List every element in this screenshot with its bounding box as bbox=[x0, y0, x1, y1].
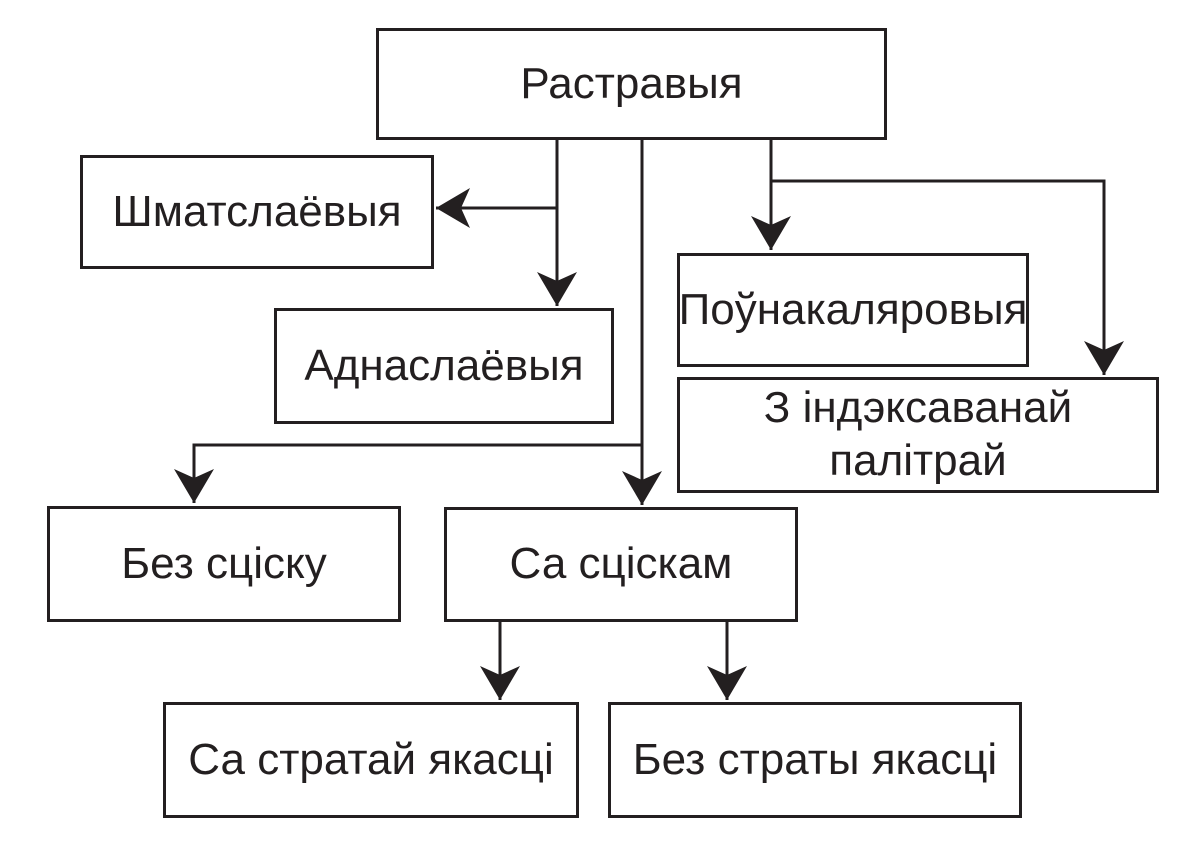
node-indexed-palette-label: З індэксаванай палітрай bbox=[763, 383, 1073, 485]
node-with-compression: Са сціскам bbox=[444, 507, 798, 622]
connector-root-to-multilayer bbox=[436, 140, 559, 228]
node-lossless: Без страты якасці bbox=[608, 702, 1022, 818]
node-no-compression: Без сціску bbox=[47, 506, 401, 622]
node-singlelayer: Аднаслаёвыя bbox=[274, 308, 614, 424]
node-with-compression-label: Са сціскам bbox=[509, 539, 733, 589]
node-lossless-label: Без страты якасці bbox=[632, 734, 998, 784]
node-multilayer: Шматслаёвыя bbox=[80, 155, 434, 269]
node-lossy-label: Са стратай якасці bbox=[188, 734, 554, 784]
node-multilayer-label: Шматслаёвыя bbox=[112, 186, 402, 236]
node-indexed-palette: З індэксаванай палітрай bbox=[677, 377, 1159, 493]
connector-root-to-indexed bbox=[771, 179, 1124, 375]
connector-root-to-no-compression bbox=[174, 140, 644, 503]
node-fullcolor-label: Поўнакаляровыя bbox=[678, 284, 1028, 334]
node-raster: Растравыя bbox=[376, 28, 887, 140]
node-lossy: Са стратай якасці bbox=[163, 702, 579, 818]
node-raster-label: Растравыя bbox=[520, 58, 743, 108]
node-singlelayer-label: Аднаслаёвыя bbox=[304, 340, 584, 390]
node-no-compression-label: Без сціску bbox=[121, 538, 327, 588]
node-fullcolor: Поўнакаляровыя bbox=[677, 253, 1029, 367]
